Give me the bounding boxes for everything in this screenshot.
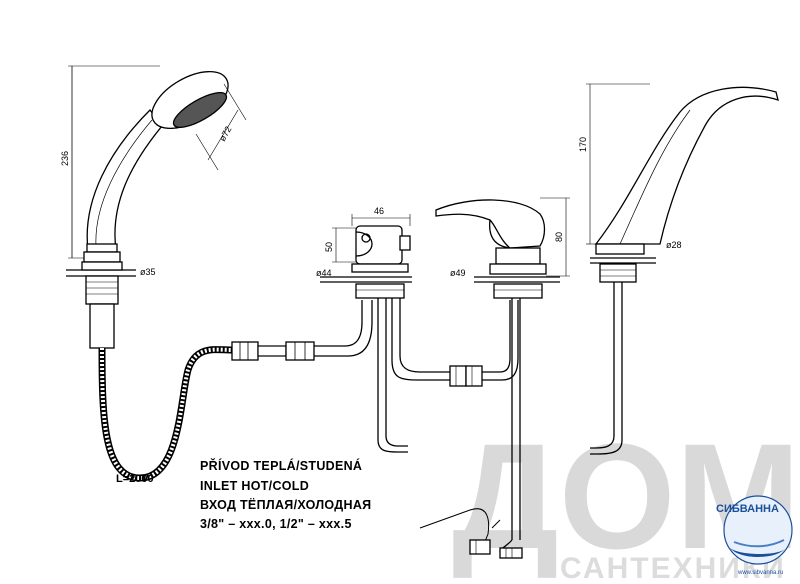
logo-name: СИБВАННА [716,503,779,515]
dim-shower-height: 236 [60,151,70,166]
dim-mixer-base-diameter: ø49 [450,268,466,278]
note-line-sizes: 3/8" – xxx.0, 1/2" – xxx.5 [200,517,352,531]
connector-nuts [449,300,519,387]
dim-mixer-height: 80 [554,232,564,242]
dim-shower-base-diameter: ø35 [140,267,156,277]
dim-spout-height: 170 [578,137,588,152]
dim-valve-height: 50 [324,242,334,252]
shower-hose [98,300,373,482]
dim-valve-base-diameter: ø44 [316,268,332,278]
diverter-valve [320,214,450,453]
dim-spout-base-diameter: ø28 [666,240,682,250]
logo-url: www.sibvanna.ru [737,570,783,576]
note-line-english: INLET HOT/COLD [200,479,309,493]
spout [586,83,779,455]
dimension-labels: 236 ø72 ø35 L=2000 46 50 ø44 80 ø49 170 … [60,125,682,485]
inlet-note: PŘÍVOD TEPLÁ/STUDENÁ INLET HOT/COLD ВХОД… [200,458,371,531]
mixer-tap [419,197,570,559]
hand-shower [66,65,247,349]
sibvanna-logo: СИБВАННА www.sibvanna.ru [716,495,793,576]
dim-valve-width: 46 [374,206,384,216]
note-line-czech: PŘÍVOD TEPLÁ/STUDENÁ [200,458,362,473]
dim-hose-length: L=2000 [116,473,154,485]
note-line-russian: ВХОД ТЁПЛАЯ/ХОЛОДНАЯ [200,497,371,512]
dim-shower-head-diameter: ø72 [217,125,233,143]
